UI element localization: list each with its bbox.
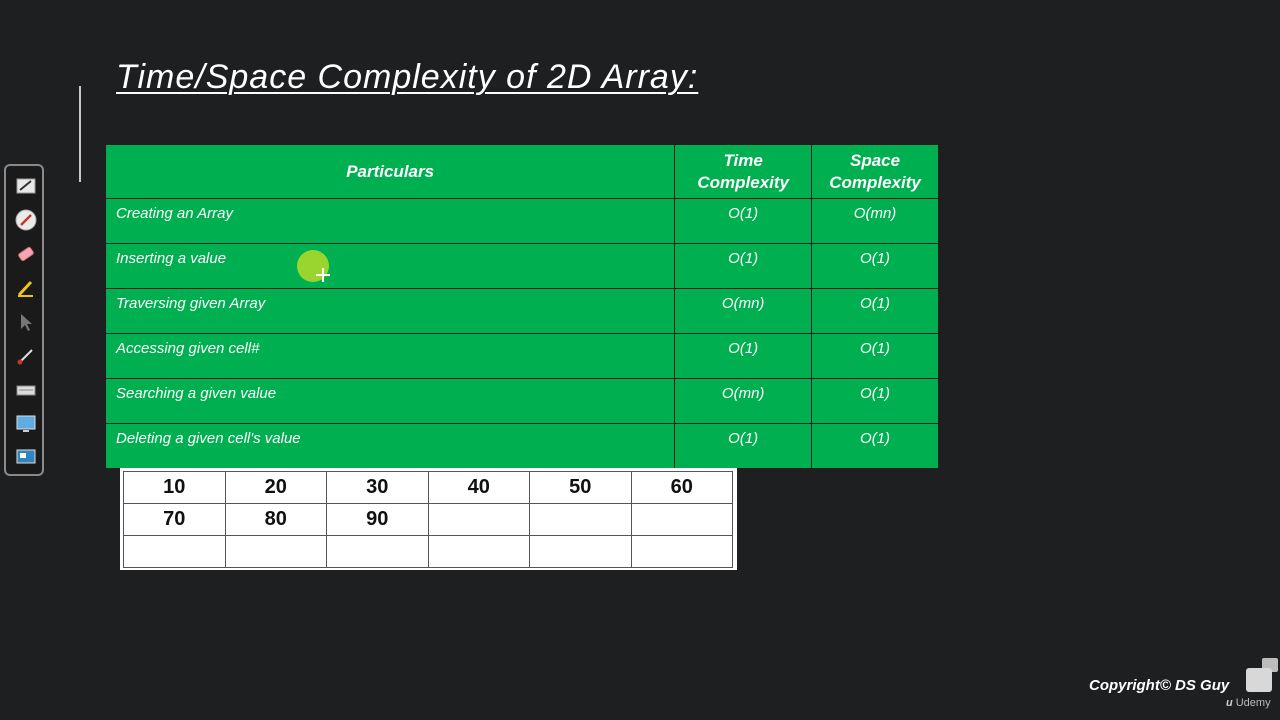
row-particular: Creating an Array xyxy=(104,198,676,244)
udemy-label: Udemy xyxy=(1235,697,1271,709)
grid-cell xyxy=(630,535,733,568)
monitor-icon[interactable] xyxy=(14,446,38,470)
row-space: O(mn) xyxy=(811,198,939,244)
row-particular: Traversing given Array xyxy=(104,288,676,334)
crosshair-cursor-icon xyxy=(316,268,330,282)
row-particular: Searching a given value xyxy=(104,378,676,424)
grid-row xyxy=(123,535,733,568)
row-space: O(1) xyxy=(811,288,939,334)
grid-cell: 80 xyxy=(224,503,327,536)
divider-line xyxy=(79,86,81,182)
header-time-line2: Complexity xyxy=(697,172,789,192)
table-row: Deleting a given cell's value O(1) O(1) xyxy=(104,423,939,469)
keyboard-icon[interactable] xyxy=(14,378,38,402)
table-row: Traversing given Array O(mn) O(1) xyxy=(104,288,939,334)
grid-cell xyxy=(630,503,733,536)
table-row: Searching a given value O(mn) O(1) xyxy=(104,378,939,424)
table-row: Creating an Array O(1) O(mn) xyxy=(104,198,939,244)
screen-icon[interactable] xyxy=(14,412,38,436)
highlighter-icon[interactable] xyxy=(14,174,38,198)
table-header-row: Particulars Time Complexity Space Comple… xyxy=(104,144,939,199)
row-time: O(1) xyxy=(674,243,813,289)
array-grid-panel: 10 20 30 40 50 60 70 80 90 xyxy=(120,468,737,570)
table-row: Inserting a value O(1) O(1) xyxy=(104,243,939,289)
row-space: O(1) xyxy=(811,243,939,289)
row-particular: Deleting a given cell's value xyxy=(104,423,676,469)
header-space-complexity: Space Complexity xyxy=(811,144,939,199)
grid-cell: 50 xyxy=(529,471,632,504)
presenter-icon[interactable] xyxy=(1246,668,1272,692)
slide-title: Time/Space Complexity of 2D Array: xyxy=(116,58,699,96)
grid-cell: 40 xyxy=(427,471,530,504)
row-particular: Accessing given cell# xyxy=(104,333,676,379)
brush-icon[interactable] xyxy=(14,344,38,368)
row-space: O(1) xyxy=(811,378,939,424)
row-time: O(1) xyxy=(674,198,813,244)
grid-cell: 10 xyxy=(123,471,226,504)
eraser-icon[interactable] xyxy=(14,242,38,266)
row-space: O(1) xyxy=(811,333,939,379)
grid-cell: 90 xyxy=(326,503,429,536)
grid-cell xyxy=(529,535,632,568)
row-time: O(mn) xyxy=(674,378,813,424)
marker-icon[interactable] xyxy=(14,276,38,300)
header-space-line1: Space xyxy=(850,150,901,170)
header-time-line1: Time xyxy=(723,150,763,170)
grid-cell: 20 xyxy=(224,471,327,504)
grid-cell xyxy=(123,535,226,568)
grid-cell: 60 xyxy=(630,471,733,504)
array-grid: 10 20 30 40 50 60 70 80 90 xyxy=(123,471,733,568)
row-time: O(1) xyxy=(674,423,813,469)
table-row: Accessing given cell# O(1) O(1) xyxy=(104,333,939,379)
row-particular: Inserting a value xyxy=(104,243,676,289)
row-space: O(1) xyxy=(811,423,939,469)
udemy-logo-mark: u xyxy=(1226,697,1233,709)
pen-icon[interactable] xyxy=(14,208,38,232)
header-particulars: Particulars xyxy=(104,144,676,199)
annotation-toolbar xyxy=(4,164,44,476)
grid-cell xyxy=(326,535,429,568)
header-space-line2: Complexity xyxy=(829,172,921,192)
grid-cell: 70 xyxy=(123,503,226,536)
grid-cell xyxy=(529,503,632,536)
grid-row: 10 20 30 40 50 60 xyxy=(123,471,733,504)
grid-cell xyxy=(427,503,530,536)
grid-row: 70 80 90 xyxy=(123,503,733,536)
row-time: O(1) xyxy=(674,333,813,379)
grid-cell: 30 xyxy=(326,471,429,504)
grid-cell xyxy=(224,535,327,568)
cursor-highlight xyxy=(297,250,329,282)
header-time-complexity: Time Complexity xyxy=(674,144,813,199)
copyright-text: Copyright© DS Guy xyxy=(1089,677,1230,694)
pointer-icon[interactable] xyxy=(14,310,38,334)
row-time: O(mn) xyxy=(674,288,813,334)
complexity-table: Particulars Time Complexity Space Comple… xyxy=(104,144,939,469)
grid-cell xyxy=(427,535,530,568)
